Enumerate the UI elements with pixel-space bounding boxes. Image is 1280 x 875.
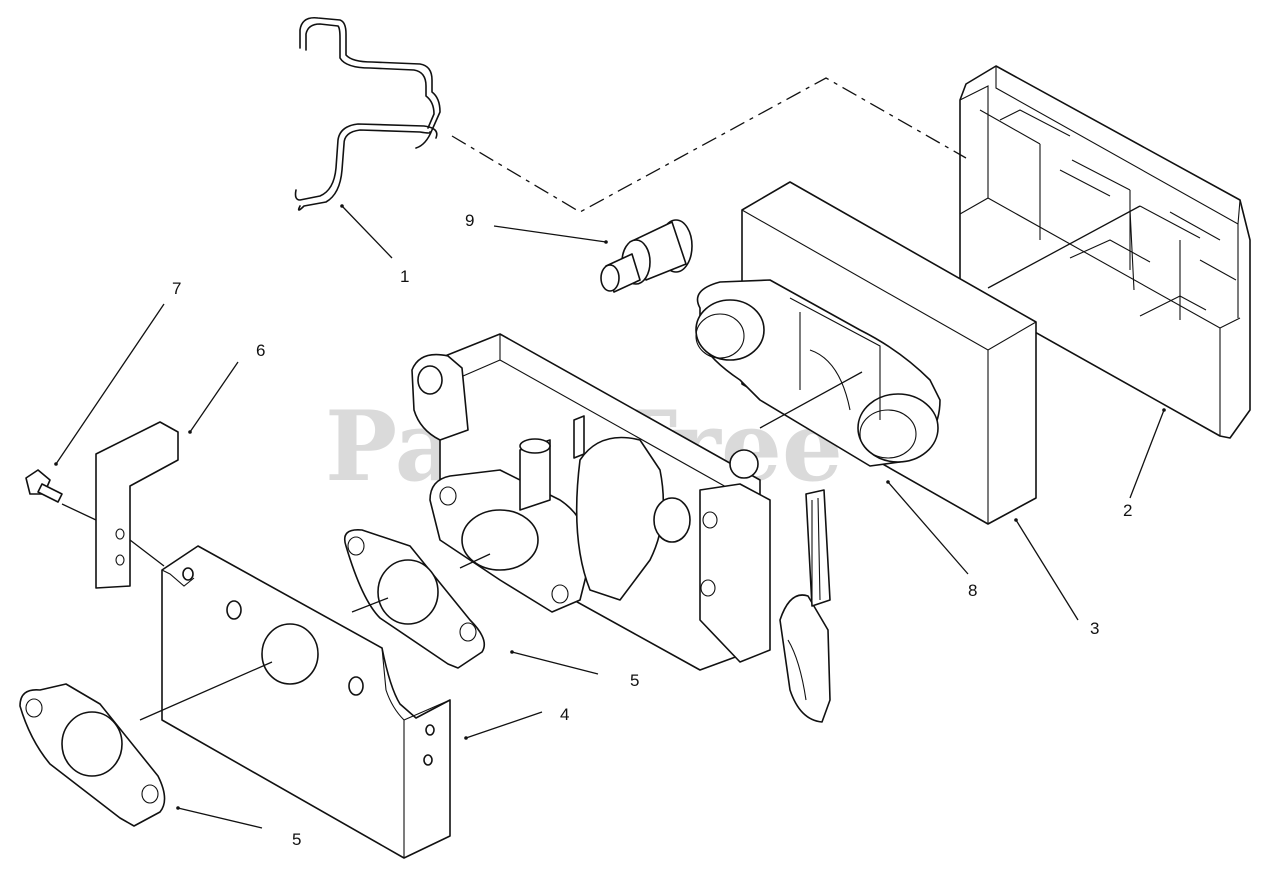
callout-9: 9 [465,211,474,230]
callout-5-lower: 5 [292,830,301,849]
part-5-upper-gasket [343,529,486,669]
part-8-elbow-base [695,279,941,467]
callout-5-upper: 5 [630,671,639,690]
callout-4: 4 [560,705,569,724]
part-5-lower-gasket [19,683,166,827]
callout-7: 7 [172,279,181,298]
part-2-air-cleaner-cover [959,65,1251,439]
callout-3: 3 [1090,619,1099,638]
leader-lines [55,205,1165,829]
callout-6: 6 [256,341,265,360]
leader-dots [54,204,1166,810]
part-9-grommet [600,219,693,293]
part-4-bracket [161,545,451,859]
callout-1: 1 [400,267,409,286]
part-1-wire-clip [294,16,441,211]
assembly-lines [61,77,1141,721]
callout-2: 2 [1123,501,1132,520]
carburetor-body [411,333,831,723]
callout-8: 8 [968,581,977,600]
part-6-plate [95,421,179,589]
part-7-screw [25,469,63,503]
